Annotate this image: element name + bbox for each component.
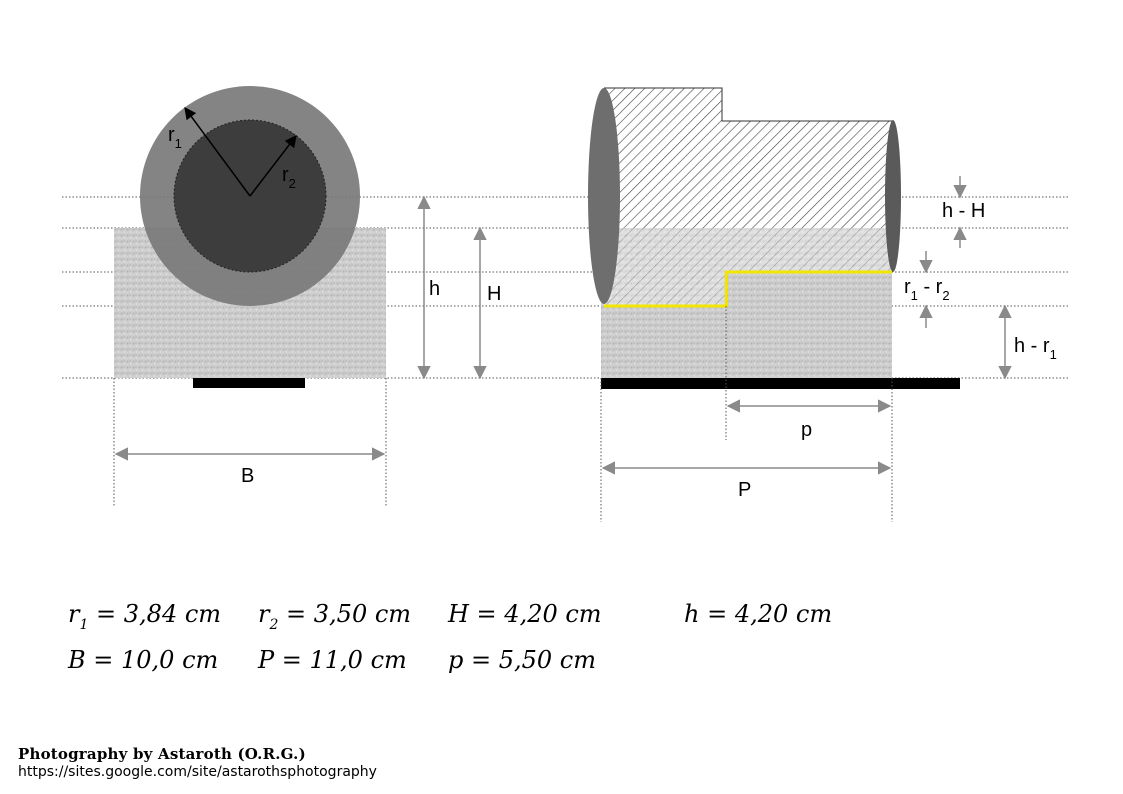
- value-h: h = 4,20 cm: [684, 600, 832, 628]
- left-view: r1 r2 h H B: [113, 86, 501, 506]
- photo-credit: Photography by Astaroth (O.R.G.) https:/…: [18, 745, 377, 780]
- right-view: h - H r1 - r2 h - r1 p P: [588, 87, 1057, 522]
- h-minus-r1-label: h - r1: [1014, 335, 1057, 362]
- radius-r2-arrow: [249, 135, 297, 197]
- value-B: B = 10,0 cm: [67, 646, 218, 674]
- cylinder-front-face: [588, 88, 620, 304]
- values-block: r1 = 3,84 cm r2 = 3,50 cm H = 4,20 cm h …: [67, 600, 832, 674]
- cylinder-back-face: [885, 120, 901, 272]
- cylinder-body: [604, 88, 892, 228]
- r2-label: r2: [282, 164, 296, 191]
- contact-profile-highlight: [604, 270, 892, 308]
- left-base-bar: [193, 378, 305, 388]
- value-r2: r2 = 3,50 cm: [258, 600, 411, 633]
- value-r1: r1 = 3,84 cm: [68, 600, 221, 633]
- B-label: B: [241, 465, 254, 487]
- credit-author: Photography by Astaroth (O.R.G.): [18, 745, 306, 763]
- value-p: p = 5,50 cm: [448, 646, 596, 674]
- value-P: P = 11,0 cm: [257, 646, 407, 674]
- cylinder-submerged-part: [604, 228, 892, 306]
- p-label: p: [801, 419, 812, 441]
- h-label: h: [429, 278, 440, 300]
- H-label: H: [487, 283, 501, 305]
- credit-url: https://sites.google.com/site/astarothsp…: [18, 764, 377, 780]
- right-base-bar: [601, 378, 960, 389]
- P-label: P: [738, 479, 751, 501]
- r1-label: r1: [168, 124, 182, 151]
- value-H: H = 4,20 cm: [447, 600, 602, 628]
- r1-minus-r2-label: r1 - r2: [904, 276, 950, 303]
- radius-r1-arrow: [184, 107, 251, 197]
- h-minus-H-label: h - H: [942, 200, 985, 222]
